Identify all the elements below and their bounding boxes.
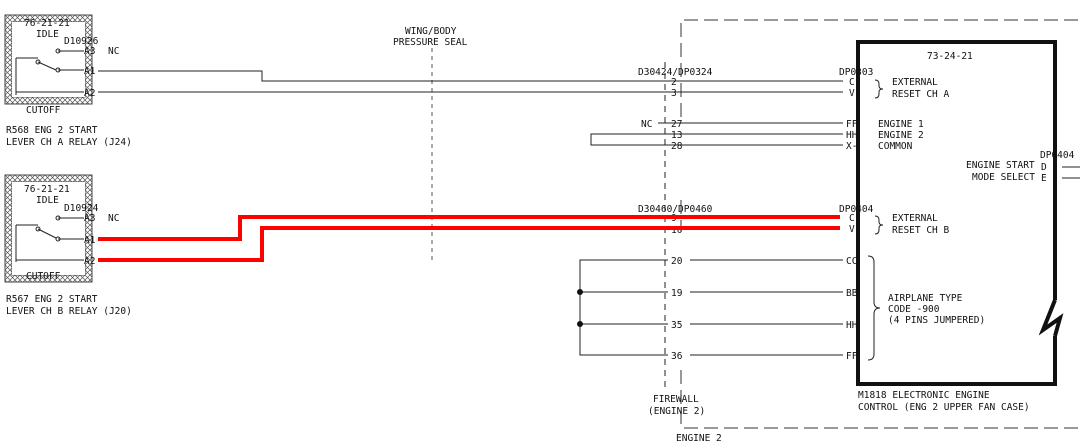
relay-r567: 76-21-21 IDLE D10924 A3 NC A1 A2 CUTOFF … [4,174,132,317]
engine-1-label: ENGINE 1 [878,119,924,130]
reset-ch-a-line2: RESET CH A [892,89,949,100]
ecu-start-plug: DP0404 [1040,150,1075,161]
upper-ecu-pin-c: C- [849,77,860,88]
upper-connector: D30424/DP0324 DP0303 2 C- 3 V- EXTERNAL … [98,67,949,100]
relay-a-pin-a3: A3 [84,46,95,57]
pressure-seal-line1: WING/BODY [405,26,457,37]
ecu-outline [856,40,1057,386]
upper-ecu-pin-v: V- [849,88,860,99]
lower-connector-label: D30460/DP0460 [638,204,713,215]
ecu-pin-hh: HH [846,130,858,141]
firewall-line1: FIREWALL [653,394,699,405]
relay-b-pin-a3: A3 [84,213,95,224]
relay-b-pin-a1: A1 [84,235,96,246]
firewall-line2: (ENGINE 2) [648,406,705,417]
engine-boundary: FIREWALL (ENGINE 2) ENGINE 2 [648,19,1078,444]
ecu-ref: 73-24-21 [927,51,973,62]
engine-select-pins: NC 27 FF ENGINE 1 13 HH ENGINE 2 28 X- C… [590,119,924,152]
relay-b-cutoff: CUTOFF [26,271,61,282]
reset-ch-a-line1: EXTERNAL [892,77,938,88]
lower-ecu-pin-v: V- [849,224,860,235]
relay-a-id-line2: LEVER CH A RELAY (J24) [6,137,132,148]
ecu-id-line1: M1818 ELECTRONIC ENGINE [858,390,990,401]
relay-a-nc: NC [108,46,119,57]
relay-a-pin-a1: A1 [84,66,96,77]
relay-a-id-line1: R568 ENG 2 START [6,125,98,136]
relay-a-idle: IDLE [36,29,59,40]
engine-2-label: ENGINE 2 [878,130,924,141]
ecu-pin-bb: BB [846,288,858,299]
ecu-pin-d: D [1041,162,1047,173]
start-mode-line2: MODE SELECT [972,172,1035,183]
type-pin-35: 35 [671,320,682,331]
lower-ecu-pin-c: C- [849,213,860,224]
relay-a-cutoff: CUTOFF [26,105,61,116]
relay-r568: 76-21-21 IDLE D10926 A3 NC A1 A2 CUTOFF … [4,14,132,148]
relay-b-connector: D10924 [64,203,99,214]
relay-b-nc: NC [108,213,119,224]
relay-a-ref: 76-21-21 [24,18,70,29]
ecu-m1818: 73-24-21 ENGINE START MODE SELECT DP0404… [856,40,1080,413]
firewall-engine-label: ENGINE 2 [676,433,722,444]
type-pin-19: 19 [671,288,683,299]
wire-a1-ch-b-highlighted [98,215,840,241]
relay-b-idle: IDLE [36,195,59,206]
engine-boundary-dashed-line [680,19,1078,120]
relay-b-ref: 76-21-21 [24,184,70,195]
wire-a2-ch-b-highlighted [98,226,840,262]
wire-a1-ch-a [98,70,843,82]
common-label: COMMON [878,141,913,152]
reset-ch-b-line1: EXTERNAL [892,213,938,224]
ecu-pin-x: X- [846,141,857,152]
airplane-type-line1: AIRPLANE TYPE [888,293,963,304]
engine-pin-13: 13 [671,130,682,141]
type-pin-36: 36 [671,351,683,362]
start-mode-line1: ENGINE START [966,160,1035,171]
upper-connector-label: D30424/DP0324 [638,67,713,78]
ecu-pin-ff: FF [846,119,858,130]
airplane-type-line2: CODE -900 [888,304,940,315]
airplane-type-jumpers: 20 19 35 36 CC BB HH FF AIRPLANE TYPE CO… [577,255,985,362]
lower-connector: D30460/DP0460 DP0404 9 10 C- V- EXTERNAL… [98,204,949,262]
ecu-pin-hh2: HH [846,320,858,331]
relay-b-id-line2: LEVER CH B RELAY (J20) [6,306,132,317]
pressure-seal-line2: PRESSURE SEAL [393,37,468,48]
relay-b-id-line1: R567 ENG 2 START [6,294,98,305]
upper-pin-2: 2 [671,77,677,88]
upper-pin-3: 3 [671,88,677,99]
relay-b-pin-a2: A2 [84,256,95,267]
relay-a-connector: D10926 [64,36,99,47]
engine-pin-28: 28 [671,141,683,152]
airplane-type-line3: (4 PINS JUMPERED) [888,315,985,326]
ecu-pin-cc: CC [846,256,857,267]
relay-a-pin-a2: A2 [84,88,95,99]
type-pin-20: 20 [671,256,683,267]
ecu-pin-e: E [1041,173,1047,184]
reset-ch-b-line2: RESET CH B [892,225,949,236]
engine-pins-nc: NC [641,119,652,130]
ecu-pin-ff2: FF [846,351,858,362]
lower-pin-10: 10 [671,225,683,236]
ecu-id-line2: CONTROL (ENG 2 UPPER FAN CASE) [858,402,1030,413]
engine-pin-27: 27 [671,119,682,130]
